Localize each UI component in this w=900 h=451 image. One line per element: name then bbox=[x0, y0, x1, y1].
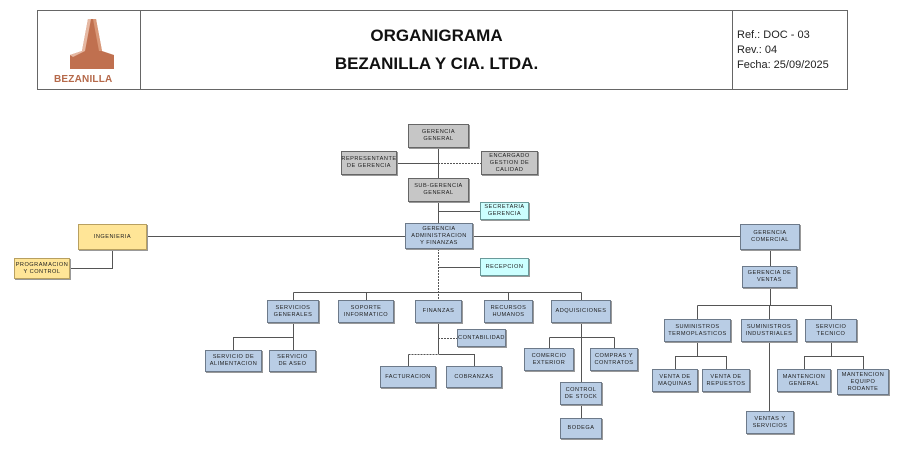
logo-cell: BEZANILLA bbox=[38, 11, 141, 89]
node-gerencia-ventas: GERENCIA DE VENTAS bbox=[742, 266, 797, 288]
node-encargado-calidad: ENCARGADO GESTION DE CALIDAD bbox=[481, 151, 538, 175]
node-control-stock: CONTROL DE STOCK bbox=[560, 382, 602, 405]
doc-ref: Ref.: DOC - 03 bbox=[737, 29, 810, 41]
node-comercio-exterior: COMERCIO EXTERIOR bbox=[524, 348, 574, 371]
node-ventas-servicios: VENTAS Y SERVICIOS bbox=[746, 411, 794, 434]
title-cell: ORGANIGRAMA BEZANILLA Y CIA. LTDA. bbox=[141, 11, 733, 89]
document-header: BEZANILLA ORGANIGRAMA BEZANILLA Y CIA. L… bbox=[37, 10, 848, 90]
node-cobranzas: COBRANZAS bbox=[446, 366, 502, 388]
node-gerencia-general: GERENCIA GENERAL bbox=[408, 124, 469, 148]
document-title: ORGANIGRAMA bbox=[370, 26, 503, 45]
document-info: Ref.: DOC - 03 Rev.: 04 Fecha: 25/09/202… bbox=[733, 11, 849, 89]
node-venta-repuestos: VENTA DE REPUESTOS bbox=[702, 369, 750, 392]
node-mantencion-equipo-rodante: MANTENCION EQUIPO RODANTE bbox=[837, 369, 889, 395]
node-ingenieria: INGENIERIA bbox=[78, 224, 147, 250]
node-venta-maquinas: VENTA DE MAQUINAS bbox=[652, 369, 698, 392]
node-programacion: PROGRAMACION Y CONTROL bbox=[14, 258, 70, 279]
logo-text: BEZANILLA bbox=[54, 74, 113, 85]
bezanilla-logo-icon bbox=[70, 19, 114, 69]
node-servicio-aseo: SERVICIO DE ASEO bbox=[269, 350, 316, 372]
node-mantencion-general: MANTENCION GENERAL bbox=[777, 369, 831, 392]
node-bodega: BODEGA bbox=[560, 418, 602, 439]
node-facturacion: FACTURACION bbox=[380, 366, 436, 388]
doc-revision: Rev.: 04 bbox=[737, 44, 778, 56]
company-name: BEZANILLA Y CIA. LTDA. bbox=[334, 54, 539, 73]
doc-date: Fecha: 25/09/2025 bbox=[737, 59, 829, 71]
node-suministros-industriales: SUMINISTROS INDUSTRIALES bbox=[741, 319, 797, 342]
node-servicio-tecnico: SERVICIO TECNICO bbox=[805, 319, 857, 342]
node-adquisiciones: ADQUISICIONES bbox=[551, 300, 611, 323]
node-contabilidad: CONTABILIDAD bbox=[457, 329, 506, 347]
node-secretaria: SECRETARIA GERENCIA bbox=[480, 202, 529, 220]
node-suministros-termoplasticos: SUMINISTROS TERMOPLASTICOS bbox=[664, 319, 731, 342]
node-soporte-informatico: SOPORTE INFORMATICO bbox=[338, 300, 394, 323]
node-servicio-alimentacion: SERVICIO DE ALIMENTACION bbox=[205, 350, 262, 372]
node-sub-gerencia: SUB-GERENCIA GENERAL bbox=[408, 178, 469, 202]
node-gerencia-comercial: GERENCIA COMERCIAL bbox=[740, 224, 800, 250]
node-servicios-generales: SERVICIOS GENERALES bbox=[267, 300, 319, 323]
node-representante-gerencia: REPRESENTANTE DE GERENCIA bbox=[341, 151, 397, 175]
node-recepcion: RECEPCION bbox=[480, 258, 529, 276]
node-gerencia-administracion: GERENCIA ADMINISTRACION Y FINANZAS bbox=[405, 223, 473, 249]
node-recursos-humanos: RECURSOS HUMANOS bbox=[484, 300, 533, 323]
node-finanzas: FINANZAS bbox=[415, 300, 462, 323]
node-compras-contratos: COMPRAS Y CONTRATOS bbox=[590, 348, 638, 371]
